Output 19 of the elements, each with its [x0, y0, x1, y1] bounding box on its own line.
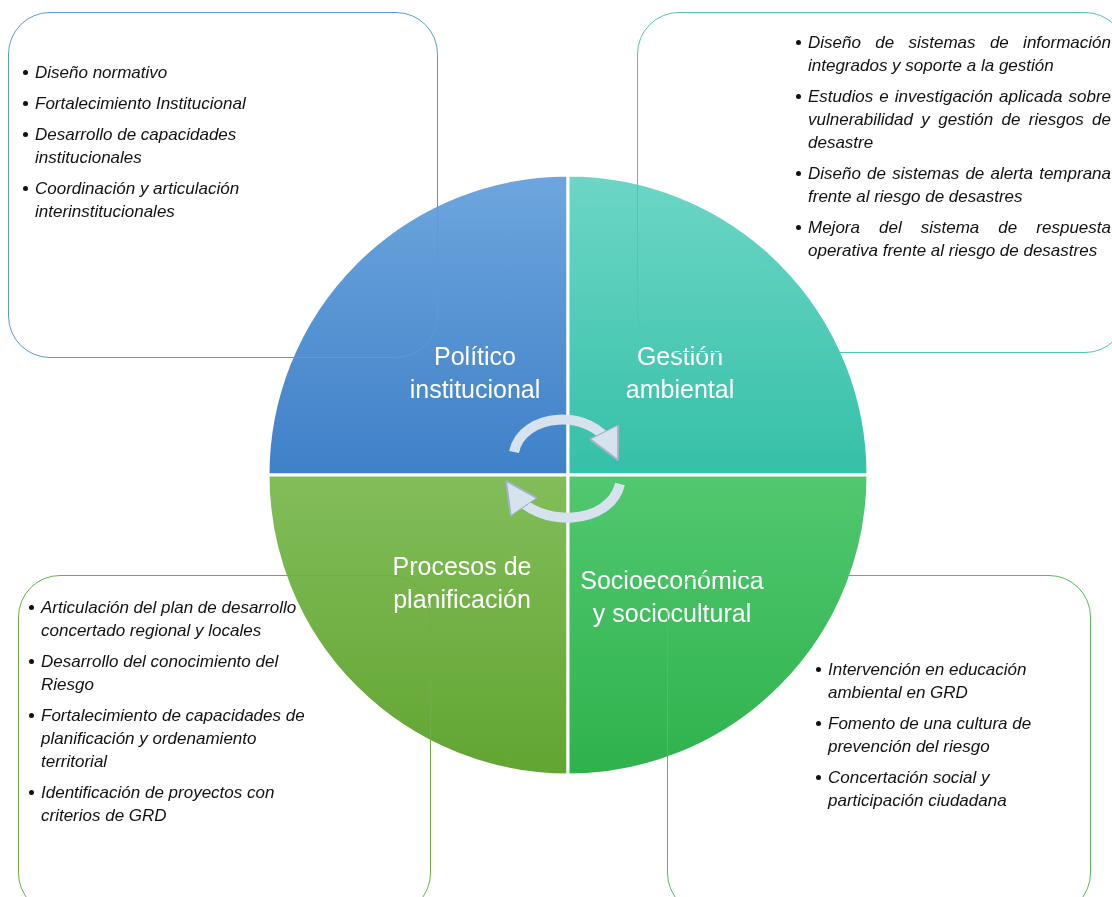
list-item: Coordinación y articulación interinstitucionales — [35, 178, 241, 223]
list-item: Diseño de sistemas de alerta temprana frente al riesgo de desastres — [808, 163, 1111, 208]
list-item: Fomento de una cultura de prevención del riesgo — [828, 713, 1033, 758]
list-item: Desarrollo del conocimiento del Riesgo — [41, 651, 280, 696]
list-item: Diseño normativo — [35, 62, 169, 84]
quadrant-label: Político institucional — [408, 341, 542, 405]
list-item: Articulación del plan de desarrollo concertado regional y locales — [41, 597, 298, 642]
list-item: Fortalecimiento de capacidades de planificación y ordenamiento territorial — [41, 705, 306, 773]
list-item: Intervención en educación ambiental en GRD — [828, 659, 1028, 704]
list-item: Concertación social y participación ciudadana — [828, 767, 1008, 812]
quadrant-label: Socioeconómica y sociocultural — [579, 565, 765, 629]
quadrant-label: Procesos de planificación — [391, 551, 533, 615]
list-item: Estudios e investigación aplicada sobre vulnerabilidad y gestión de riesgos de desastre — [808, 86, 1111, 154]
list-item: Identificación de proyectos con criterios de GRD — [41, 782, 276, 827]
list-item: Mejora del sistema de respuesta operativa frente al riesgo de desastres — [808, 217, 1111, 262]
list-item: Diseño de sistemas de información integrados y soporte a la gestión — [808, 32, 1111, 77]
curved-arrow — [503, 480, 625, 523]
list-item: Fortalecimiento Institucional — [35, 93, 247, 115]
list-item: Desarrollo de capacidades institucionales — [35, 124, 238, 169]
